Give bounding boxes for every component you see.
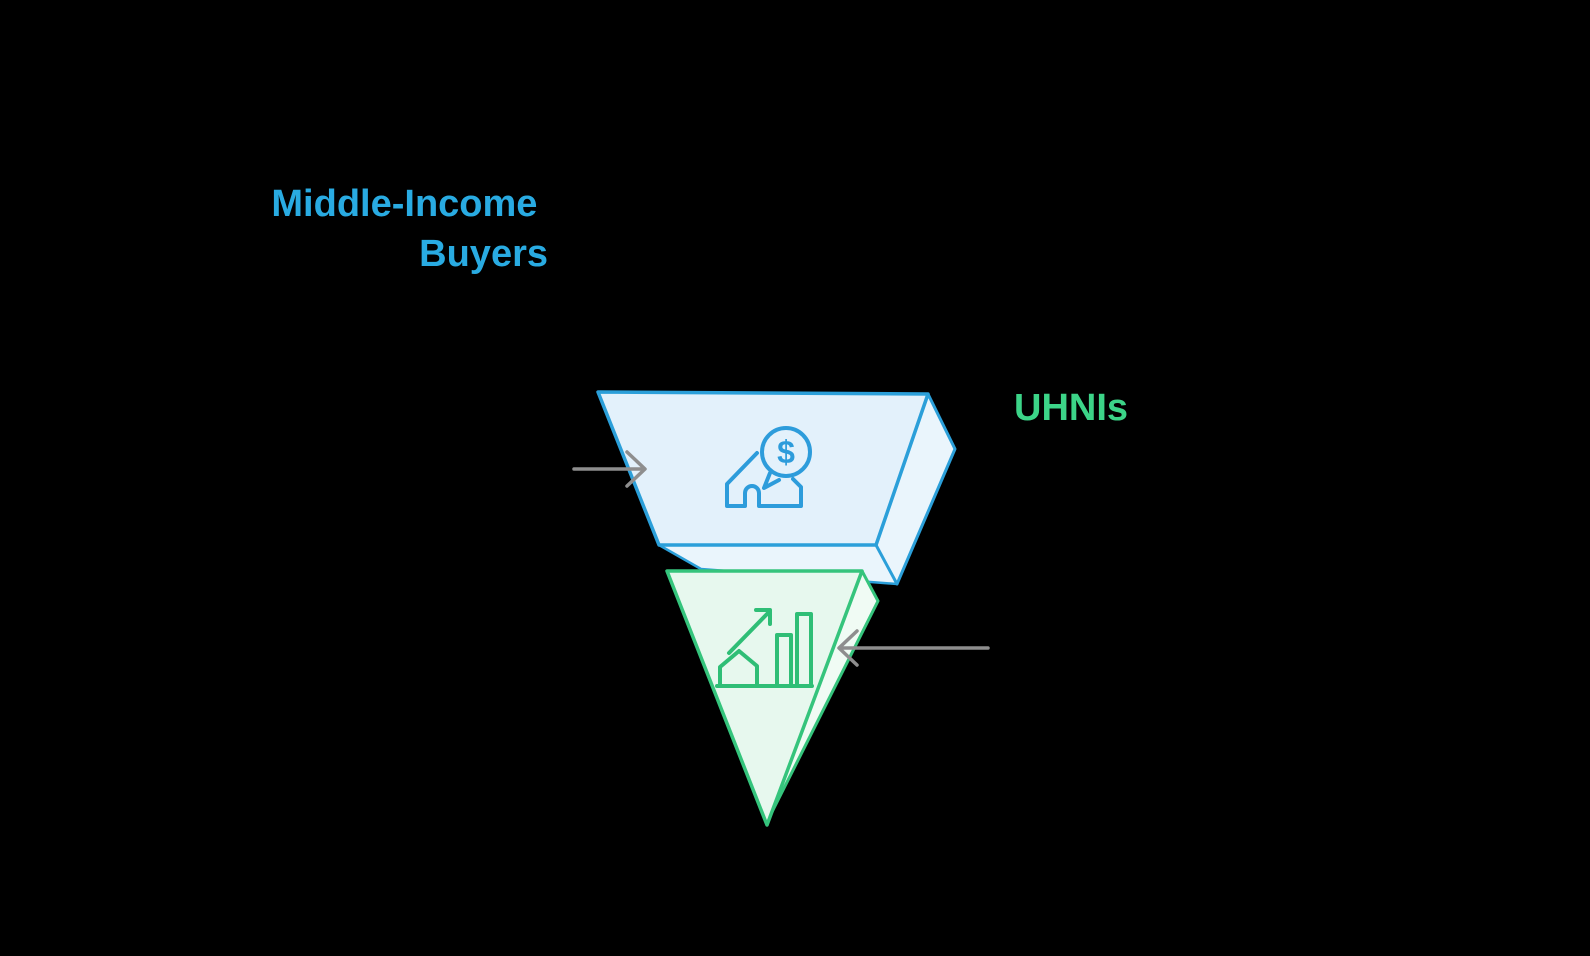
label-middle-income-line1: Middle-Income [271,183,537,225]
funnel-top-segment: $ [596,390,957,586]
funnel-top-front-face [596,390,930,547]
funnel-bottom-front-face [665,569,864,827]
label-middle-income-buyers: Middle-Income Buyers [271,183,548,275]
house-dollar-icon: $ [725,426,812,508]
growth-chart-paths [715,608,814,688]
bubble-tail [762,471,781,490]
house-outline [725,451,803,508]
right-arrow [837,629,990,667]
label-middle-income-line2: Buyers [419,233,548,275]
connector-arrows [572,450,990,667]
growth-chart-icon [715,608,814,688]
dollar-bubble-circle [760,426,812,478]
dollar-glyph: $ [777,434,795,470]
left-arrow [572,450,647,488]
label-uhnis: UHNIs [1014,387,1128,429]
funnel-bottom-segment [665,569,880,827]
